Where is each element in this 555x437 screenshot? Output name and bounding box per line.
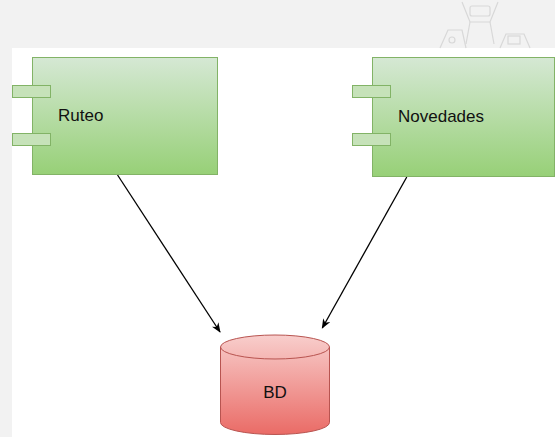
arrow-connector: [118, 175, 220, 332]
cylinder-body: [221, 335, 330, 434]
slide-panel: [12, 48, 555, 437]
node-label: Ruteo: [58, 106, 103, 126]
node-label: Novedades: [398, 107, 484, 127]
component-body: [33, 58, 218, 175]
cylinder-rim: [221, 347, 330, 359]
component-tab: [353, 134, 391, 146]
watermark-sketch: [440, 2, 530, 48]
node-label: BD: [263, 383, 287, 403]
component-box: Novedades: [372, 57, 555, 177]
component-tab: [353, 86, 391, 98]
component-tab: [13, 134, 51, 146]
component-tab: [13, 86, 51, 98]
arrow-connector: [322, 177, 406, 328]
component-body: [373, 58, 555, 177]
component-box: Ruteo: [32, 57, 218, 175]
database-cylinder: BD: [220, 335, 330, 435]
